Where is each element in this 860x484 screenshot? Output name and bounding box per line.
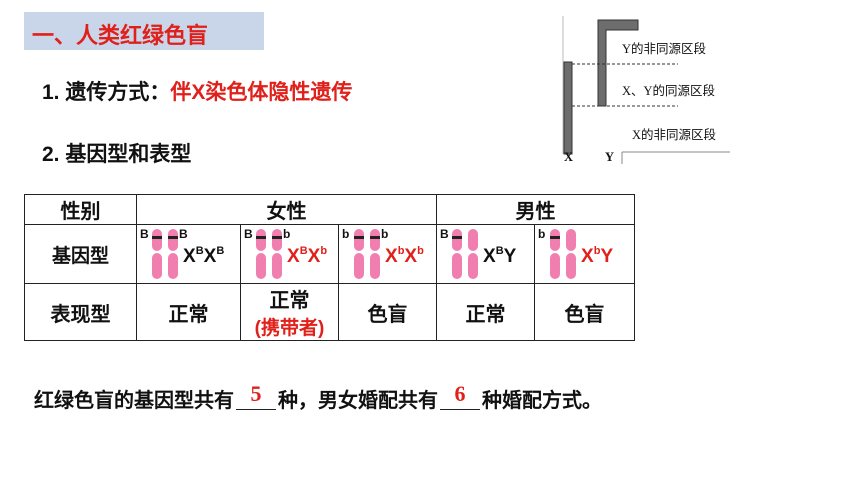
chromosome-arm-lower — [152, 253, 162, 279]
chromosome-arm-lower — [354, 253, 364, 279]
chromosome-arm-lower — [468, 253, 479, 279]
chromosome-icon — [452, 229, 463, 279]
gene-locus-band — [272, 236, 282, 239]
genotype-cell-1: B B XBXB — [136, 224, 241, 284]
genotype-cell-inner: B B XBXB — [138, 226, 240, 283]
chromosome-icon — [354, 229, 364, 279]
label-y: Y — [605, 150, 615, 164]
chromosome-arm-upper — [452, 229, 463, 251]
chromosome-arm-upper — [168, 229, 178, 251]
answer-blank-1: 5 — [236, 381, 276, 410]
answer-genotype-count: 5 — [250, 381, 262, 406]
carrier-note: (携带者) — [254, 318, 325, 339]
chromosome-arm-lower — [272, 253, 282, 279]
chromosome-icon — [272, 229, 282, 279]
label-x: X — [564, 150, 574, 164]
genotype-text: XbY — [581, 245, 614, 267]
genotype-text: XBXb — [287, 245, 328, 267]
allele-label: B — [179, 227, 188, 241]
allele-label: b — [381, 227, 389, 241]
chromosome-arm-upper — [272, 229, 282, 251]
phenotype-cell-2-text: 正常 — [269, 290, 310, 312]
gene-locus-band — [370, 236, 380, 239]
phenotype-cell-1: 正常 — [136, 283, 241, 341]
answer-blank-2: 6 — [440, 381, 480, 410]
chromosome-arm-lower — [256, 253, 266, 279]
label-x-nonhomologous: X的非同源区段 — [632, 128, 717, 142]
answer-mating-count: 6 — [454, 381, 466, 406]
table-row-phenotype: 表现型 正常 正常 (携带者) 色盲 正常 色盲 — [24, 283, 636, 341]
chromosome-icon — [550, 229, 561, 279]
chromosome-arm-upper — [152, 229, 162, 251]
chromosome-icon — [256, 229, 266, 279]
gene-locus-band — [152, 236, 162, 239]
summary-part2: 种，男女婚配共有 — [278, 390, 438, 412]
header-male: 男性 — [436, 194, 636, 225]
genotype-cell-inner: B XBY — [438, 226, 534, 283]
chromosome-icon — [370, 229, 380, 279]
summary-sentence: 红绿色盲的基因型共有 5 种，男女婚配共有 6 种婚配方式。 — [34, 381, 602, 413]
xy-diagram-svg — [562, 16, 730, 164]
phenotype-cell-3: 色盲 — [337, 283, 438, 341]
chromosome-arm-lower — [566, 253, 577, 279]
header-female: 女性 — [135, 194, 438, 225]
gene-locus-band — [354, 236, 364, 239]
phenotype-cell-5: 色盲 — [534, 283, 636, 341]
genotype-phenotype-heading: 2. 基因型和表型 — [42, 143, 192, 166]
genotype-text: XBY — [483, 245, 517, 267]
chromosome-arm-upper — [370, 229, 380, 251]
chromosome-arm-upper — [566, 229, 577, 251]
section-title: 一、人类红绿色盲 — [32, 23, 209, 48]
chromosome-arm-lower — [370, 253, 380, 279]
inheritance-mode-answer: 伴X染色体隐性遗传 — [170, 81, 353, 104]
chromosome-arm-lower — [168, 253, 178, 279]
label-y-nonhomologous: Y的非同源区段 — [622, 42, 707, 56]
chromosome-icon — [468, 229, 479, 279]
chromosome-icon — [152, 229, 162, 279]
chromosome-arm-lower — [452, 253, 463, 279]
phenotype-cell-4: 正常 — [436, 283, 536, 341]
inheritance-mode-prefix: 1. 遗传方式： — [42, 81, 171, 104]
allele-label: B — [440, 227, 449, 241]
gene-locus-band — [452, 236, 463, 239]
table-header-row: 性别 女性 男性 — [24, 194, 636, 225]
phenotype-cell-2: 正常 (携带者) — [240, 283, 339, 341]
row-label-phenotype: 表现型 — [24, 283, 137, 341]
section-title-box: 一、人类红绿色盲 — [24, 12, 264, 50]
gene-locus-band — [168, 236, 178, 239]
genotype-text: XbXb — [385, 245, 424, 267]
row-label-genotype: 基因型 — [24, 224, 137, 284]
allele-label: b — [538, 227, 546, 241]
summary-part1: 红绿色盲的基因型共有 — [34, 390, 234, 412]
genotype-text: XBXB — [183, 245, 225, 267]
chromosome-arm-upper — [256, 229, 266, 251]
allele-label: b — [283, 227, 291, 241]
allele-label: B — [140, 227, 149, 241]
header-sex: 性别 — [24, 194, 137, 225]
genotype-cell-4: B XBY — [436, 224, 536, 284]
label-xy-homologous: X、Y的同源区段 — [622, 84, 716, 98]
xy-chromosome-diagram: Y的非同源区段 X、Y的同源区段 X的非同源区段 X Y — [560, 14, 760, 168]
gene-locus-band — [256, 236, 266, 239]
chromosome-arm-lower — [550, 253, 561, 279]
allele-label: b — [342, 227, 350, 241]
chromosome-arm-upper — [550, 229, 561, 251]
allele-label: B — [244, 227, 253, 241]
chromosome-icon — [566, 229, 577, 279]
chromosome-arm-upper — [354, 229, 364, 251]
summary-part3: 种婚配方式。 — [482, 390, 602, 412]
gene-locus-band — [550, 236, 561, 239]
chromosome-arm-upper — [468, 229, 479, 251]
chromosome-icon — [168, 229, 178, 279]
inheritance-mode-line: 1. 遗传方式：伴X染色体隐性遗传 — [42, 76, 352, 106]
